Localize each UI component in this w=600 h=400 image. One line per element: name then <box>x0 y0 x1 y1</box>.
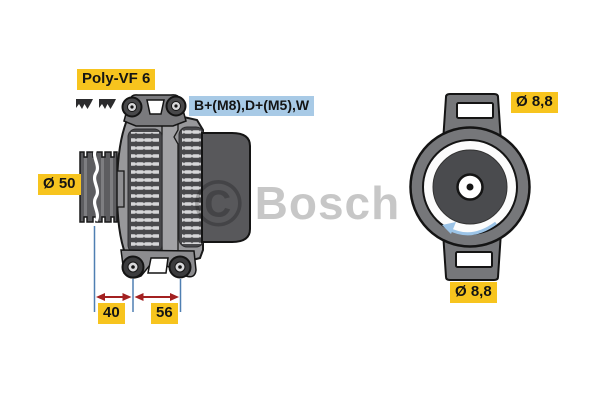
end-view-body <box>409 126 531 248</box>
bottom-mount-bracket <box>120 249 197 279</box>
dim-arrow-56 <box>134 293 179 301</box>
mount-slot <box>455 251 493 268</box>
dim-40-label: 40 <box>98 303 125 324</box>
vent-slots-front <box>127 128 163 254</box>
alternator-body <box>115 112 251 265</box>
hole-top-label: Ø 8,8 <box>511 92 558 113</box>
pulley <box>79 148 118 223</box>
belt-profile-icon <box>76 99 93 109</box>
shaft-hub <box>456 173 484 201</box>
top-mount-bracket <box>121 94 187 127</box>
terminal-label: B+(M8),D+(M5),W <box>189 96 315 116</box>
dim-arrow-40 <box>96 293 132 301</box>
dim-56-label: 56 <box>151 303 178 324</box>
vent-slots-rear <box>178 126 205 248</box>
rotation-arrow-icon <box>442 221 497 236</box>
break-line <box>92 148 100 222</box>
belt-type-label: Poly-VF 6 <box>77 69 156 90</box>
dimension-extension-lines <box>93 226 182 312</box>
mount-eyelet <box>121 96 143 118</box>
mount-eyelet <box>168 255 192 279</box>
hole-bottom-label: Ø 8,8 <box>450 282 497 303</box>
belt-profile-icon <box>99 99 116 109</box>
mount-eyelet <box>165 95 187 117</box>
mount-eyelet <box>121 255 145 279</box>
mount-slot <box>456 102 494 119</box>
rear-housing <box>201 132 251 243</box>
pulley-diameter-label: Ø 50 <box>38 174 81 195</box>
